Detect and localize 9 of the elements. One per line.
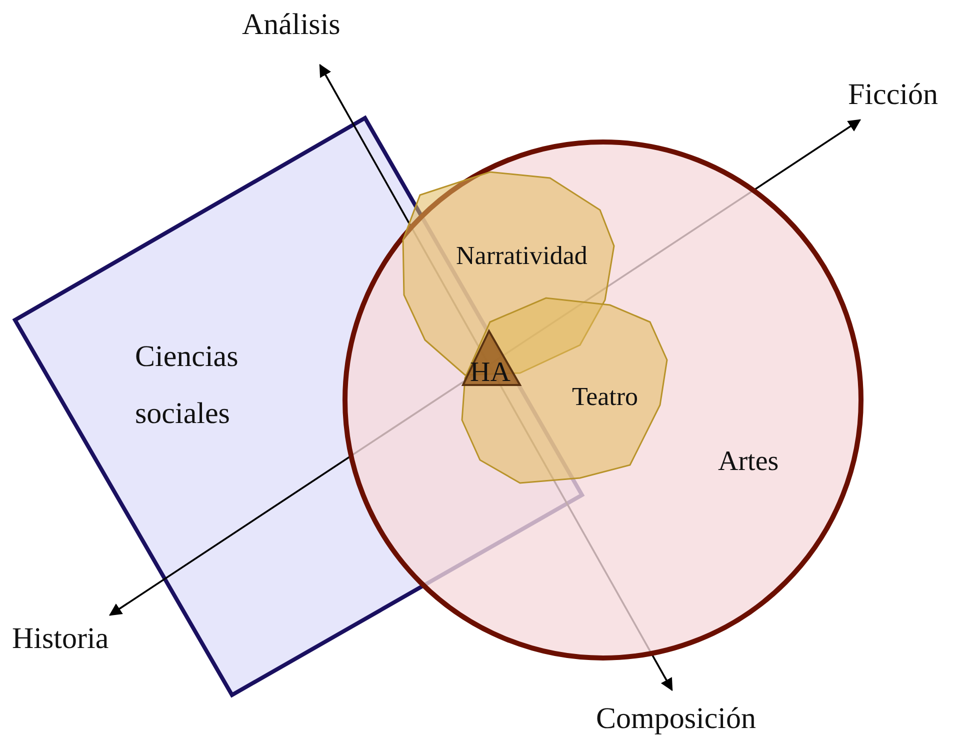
region-label: Narratividad xyxy=(456,240,588,272)
region-label: Teatro xyxy=(572,381,638,412)
axis-label: Composición xyxy=(596,702,756,736)
axis-label: Análisis xyxy=(242,8,340,42)
axis-label: Historia xyxy=(12,622,109,656)
axis-label: Ficción xyxy=(848,78,938,112)
region-label: Artes xyxy=(718,445,779,479)
region-label: Ciencias sociales xyxy=(135,339,240,432)
region-label: HA xyxy=(470,356,510,390)
